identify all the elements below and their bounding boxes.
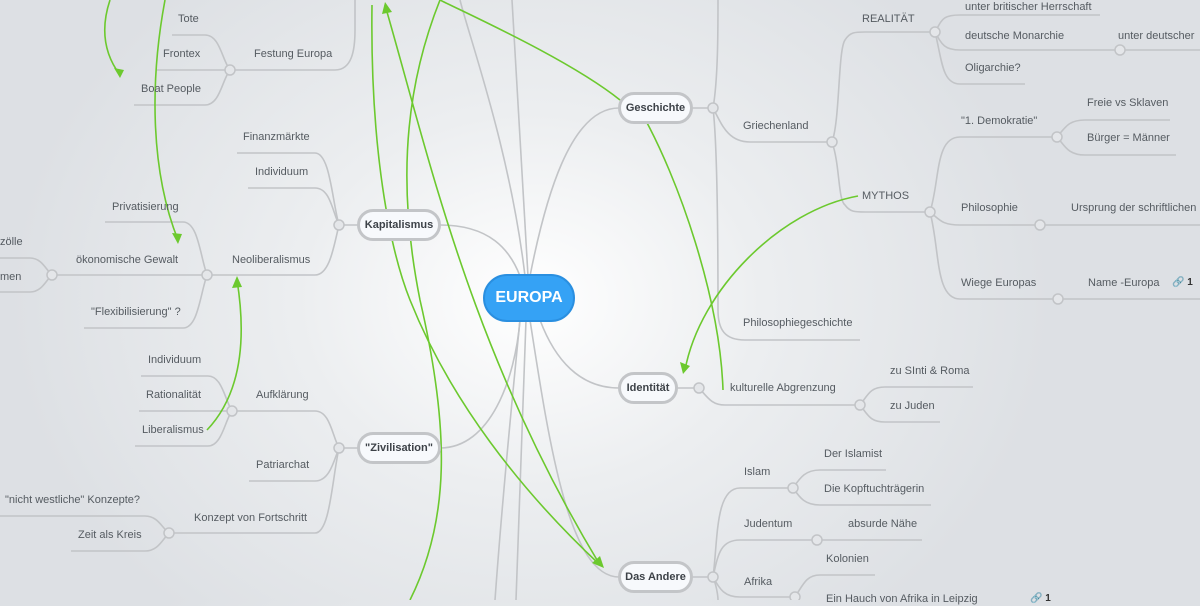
topic-afrika[interactable]: Afrika bbox=[744, 576, 773, 588]
node-kapitalismus[interactable]: Kapitalismus bbox=[357, 209, 441, 241]
topic-der-islamist[interactable]: Der Islamist bbox=[824, 448, 883, 460]
node-label: "Zivilisation" bbox=[365, 442, 433, 454]
topic-islam[interactable]: Islam bbox=[744, 466, 771, 478]
topic-rationalitaet[interactable]: Rationalität bbox=[146, 389, 202, 401]
node-identitaet[interactable]: Identität bbox=[618, 372, 678, 404]
topic-boat-people[interactable]: Boat People bbox=[141, 83, 201, 95]
link-badge-afrika[interactable]: 🔗 1 bbox=[1030, 592, 1051, 606]
topic-zoelle[interactable]: zölle bbox=[0, 236, 23, 248]
topic-demokratie[interactable]: "1. Demokratie" bbox=[961, 115, 1038, 127]
node-label: Das Andere bbox=[625, 571, 686, 583]
topic-hauch-von-afrika[interactable]: Ein Hauch von Afrika in Leipzig bbox=[826, 593, 978, 605]
topic-wiege-europas[interactable]: Wiege Europas bbox=[961, 277, 1037, 289]
topic-kolonien[interactable]: Kolonien bbox=[826, 553, 869, 565]
topic-realitaet[interactable]: REALITÄT bbox=[862, 13, 915, 25]
link-count: 1 bbox=[1187, 277, 1193, 288]
link-count: 1 bbox=[1045, 593, 1051, 604]
topic-liberalismus[interactable]: Liberalismus bbox=[142, 424, 204, 436]
topic-patriarchat[interactable]: Patriarchat bbox=[256, 459, 310, 471]
topic-kopftuchtraegerin[interactable]: Die Kopftuchträgerin bbox=[824, 483, 925, 495]
topic-unter-britischer-herrschaft[interactable]: unter britischer Herrschaft bbox=[965, 1, 1092, 13]
topic-name-europa[interactable]: Name -Europa bbox=[1088, 277, 1160, 289]
link-badge[interactable]: 🔗 1 bbox=[1172, 276, 1193, 290]
topic-mythos[interactable]: MYTHOS bbox=[862, 190, 910, 202]
topic-judentum[interactable]: Judentum bbox=[744, 518, 793, 530]
topic-philosophiegeschichte[interactable]: Philosophiegeschichte bbox=[743, 317, 853, 329]
link-icon: 🔗 bbox=[1030, 593, 1043, 604]
topic-oligarchie[interactable]: Oligarchie? bbox=[965, 62, 1021, 74]
topic-individuum[interactable]: Individuum bbox=[255, 166, 309, 178]
topic-deutsche-monarchie[interactable]: deutsche Monarchie bbox=[965, 30, 1065, 42]
root-node-europa[interactable]: EUROPA bbox=[483, 274, 575, 322]
topic-frontex[interactable]: Frontex bbox=[163, 48, 201, 60]
cross-connections bbox=[104, 0, 859, 600]
topic-unter-deutscher[interactable]: unter deutscher bbox=[1118, 30, 1195, 42]
topic-finanzmaerkte[interactable]: Finanzmärkte bbox=[243, 131, 310, 143]
topic-tote[interactable]: Tote bbox=[178, 13, 199, 25]
topic-oekonomische-gewalt[interactable]: ökonomische Gewalt bbox=[76, 254, 179, 266]
root-label: EUROPA bbox=[495, 289, 563, 306]
topic-ursprung[interactable]: Ursprung der schriftlichen bbox=[1071, 202, 1197, 214]
topic-nicht-westliche-konzepte[interactable]: "nicht westliche" Konzepte? bbox=[5, 494, 140, 506]
topic-kulturelle-abgrenzung[interactable]: kulturelle Abgrenzung bbox=[730, 382, 836, 394]
topic-philosophie[interactable]: Philosophie bbox=[961, 202, 1018, 214]
topic-zeit-als-kreis[interactable]: Zeit als Kreis bbox=[78, 529, 142, 541]
node-label: Kapitalismus bbox=[364, 219, 434, 231]
topic-freie-vs-sklaven[interactable]: Freie vs Sklaven bbox=[1087, 97, 1169, 109]
node-label: Identität bbox=[626, 382, 670, 394]
topic-festung-europa[interactable]: Festung Europa bbox=[254, 48, 333, 60]
topic-individuum-2[interactable]: Individuum bbox=[148, 354, 202, 366]
topic-sinti-roma[interactable]: zu SInti & Roma bbox=[890, 365, 970, 377]
node-label: Geschichte bbox=[625, 102, 686, 114]
topic-privatisierung[interactable]: Privatisierung bbox=[112, 201, 179, 213]
topic-flexibilisierung[interactable]: "Flexibilisierung" ? bbox=[91, 306, 181, 318]
topic-neoliberalismus[interactable]: Neoliberalismus bbox=[232, 254, 311, 266]
node-geschichte[interactable]: Geschichte bbox=[618, 92, 693, 124]
topic-konzept-von-fortschritt[interactable]: Konzept von Fortschritt bbox=[194, 512, 308, 524]
topic-buerger-maenner[interactable]: Bürger = Männer bbox=[1087, 132, 1170, 144]
node-das-andere[interactable]: Das Andere bbox=[618, 561, 693, 593]
branch-handles bbox=[46, 26, 1126, 600]
topic-aufklaerung[interactable]: Aufklärung bbox=[256, 389, 309, 401]
topic-griechenland[interactable]: Griechenland bbox=[743, 120, 809, 132]
link-icon: 🔗 bbox=[1172, 277, 1185, 288]
node-zivilisation[interactable]: "Zivilisation" bbox=[357, 432, 441, 464]
topic-men[interactable]: men bbox=[0, 271, 22, 283]
topic-zu-juden[interactable]: zu Juden bbox=[890, 400, 935, 412]
topic-absurde-naehe[interactable]: absurde Nähe bbox=[848, 518, 918, 530]
